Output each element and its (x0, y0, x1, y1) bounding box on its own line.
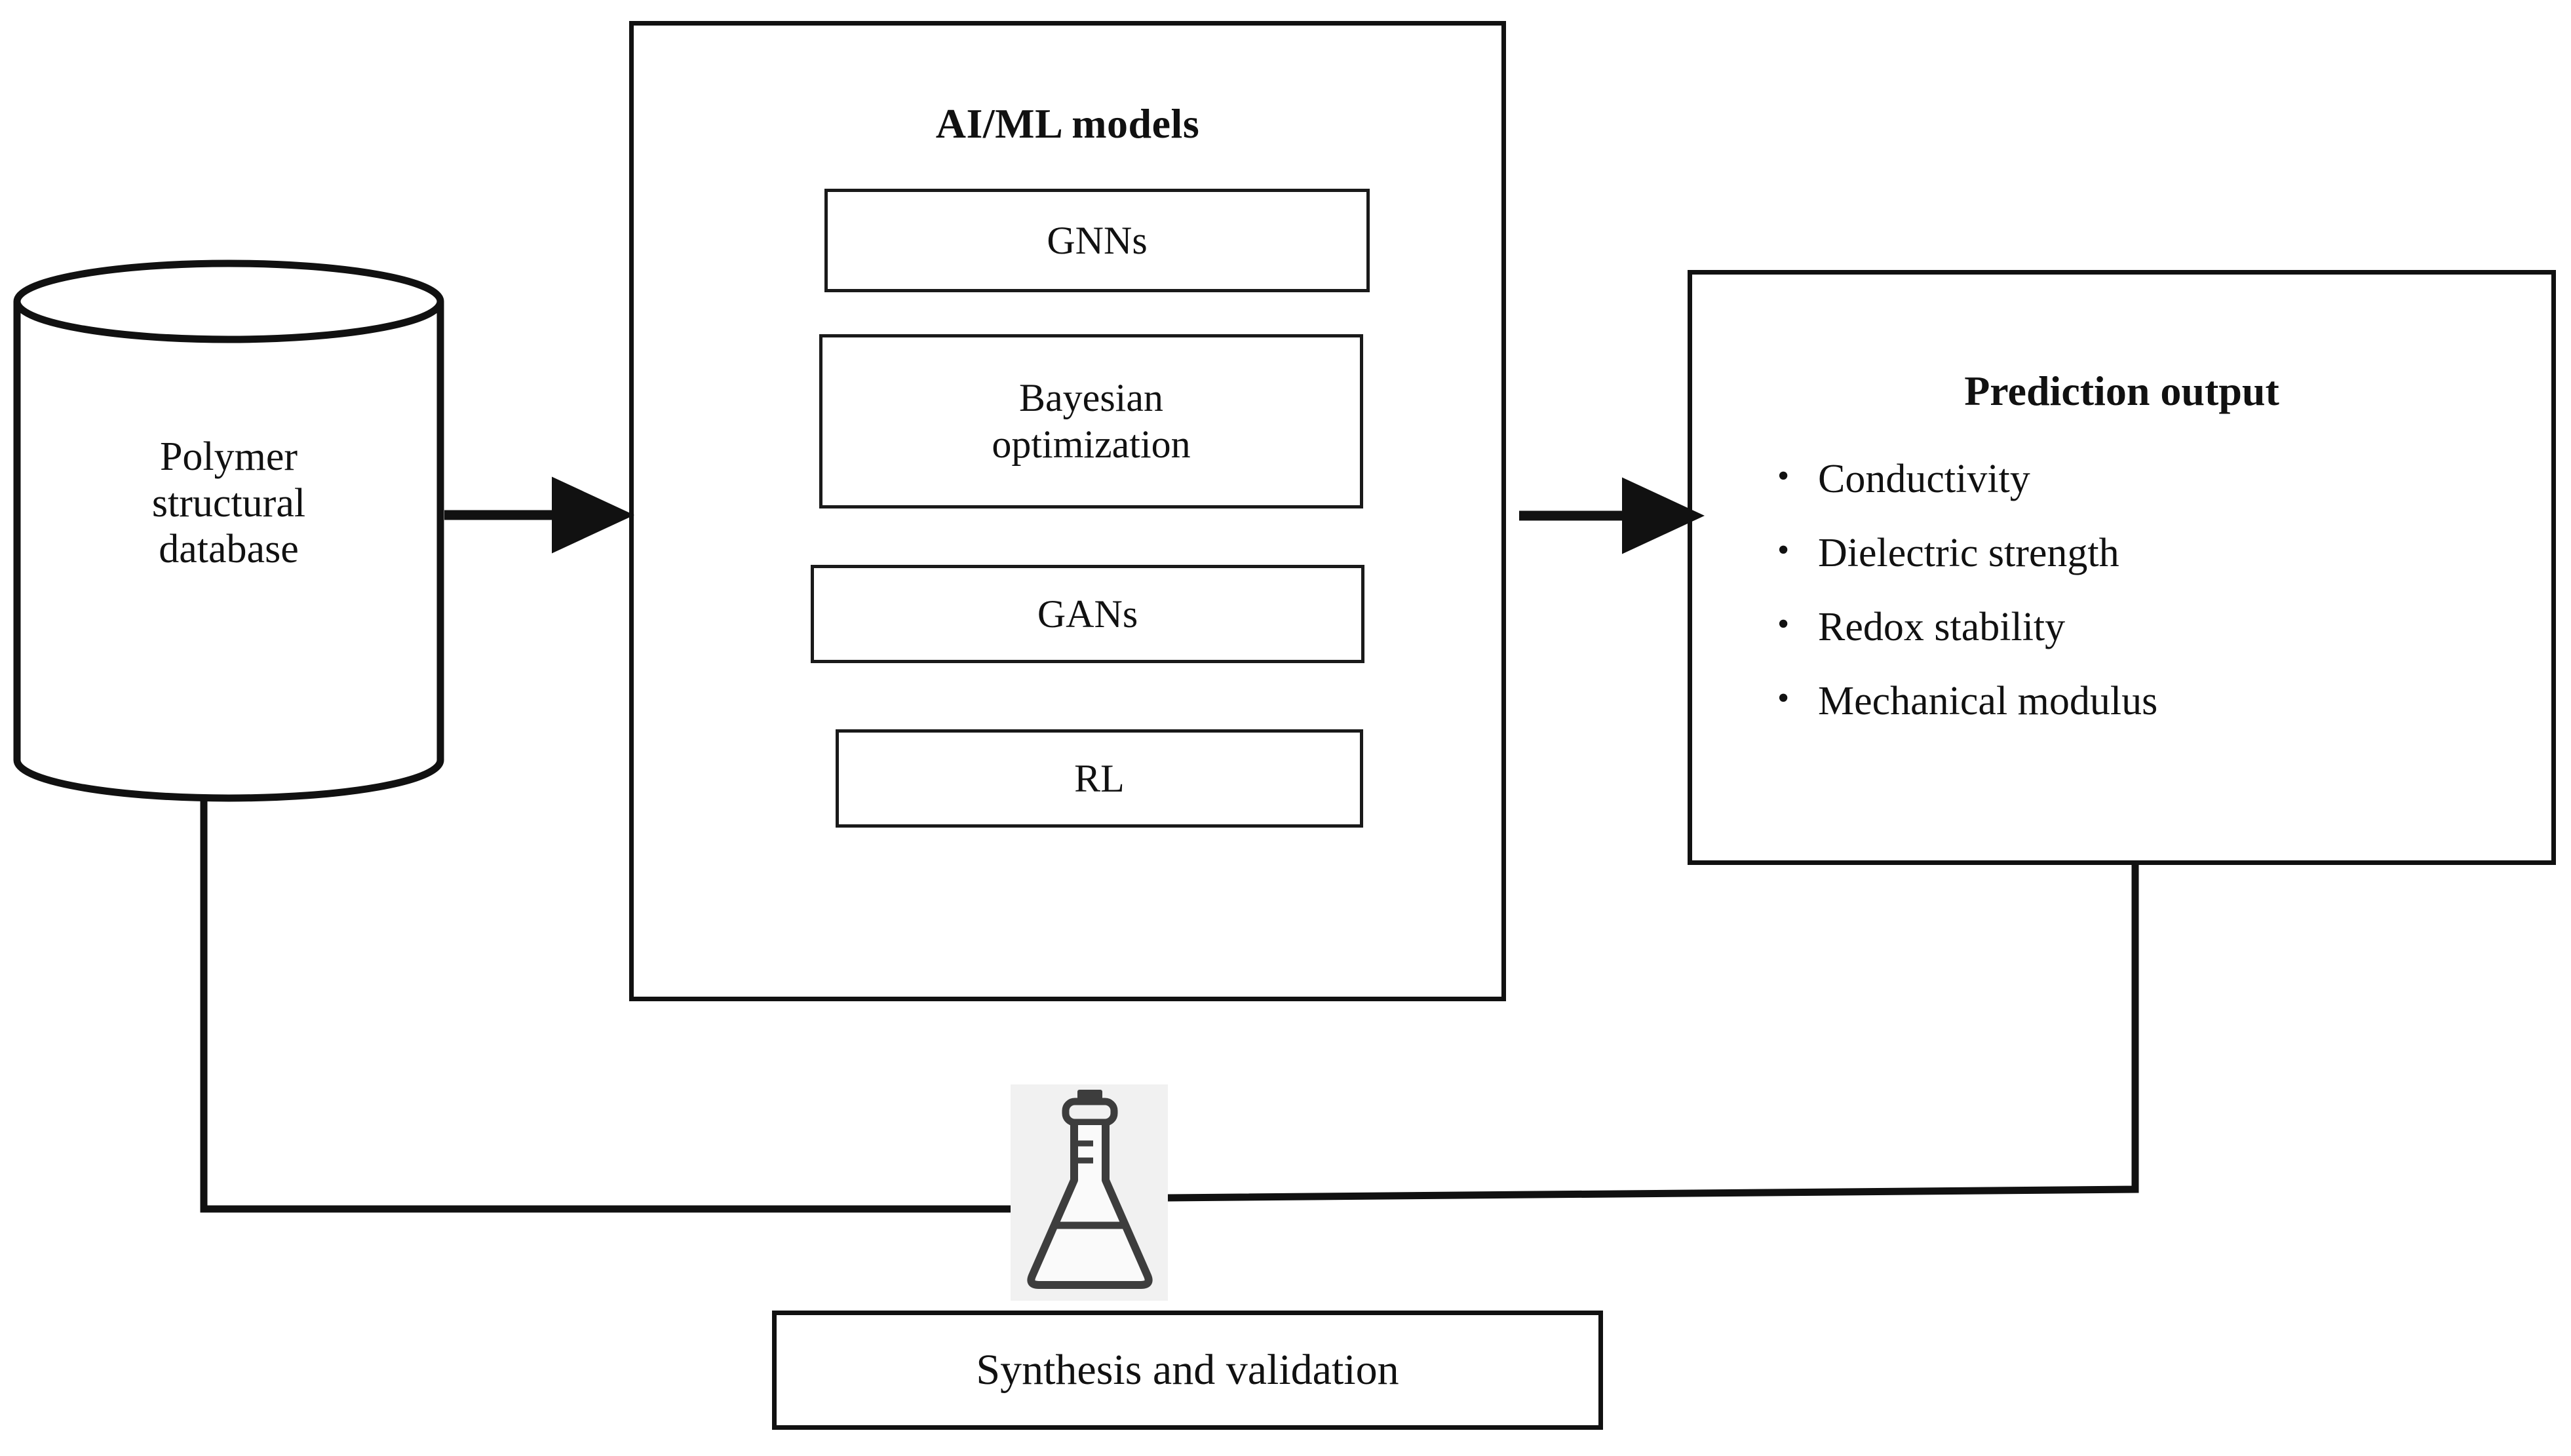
prediction-output-title: Prediction output (1964, 368, 2279, 414)
bayes-line-1: Bayesian (1019, 376, 1163, 420)
model-box-bayesian-label: Bayesian optimization (992, 375, 1190, 468)
polymer-structural-database-label: Polymer structural database (12, 434, 446, 573)
db-line-3: database (159, 527, 299, 572)
prediction-output-list: • Conductivity • Dielectric strength • R… (1777, 459, 2551, 755)
prediction-item-label: Mechanical modulus (1818, 679, 2158, 723)
list-item: • Dielectric strength (1777, 533, 2551, 607)
list-item: • Conductivity (1777, 459, 2551, 533)
flask-glyph (1027, 1090, 1153, 1289)
model-box-rl-label: RL (1074, 756, 1125, 802)
bullet-icon: • (1777, 680, 1790, 717)
prediction-item-label: Conductivity (1818, 457, 2030, 501)
bullet-icon: • (1777, 531, 1790, 569)
aiml-models-title: AI/ML models (935, 100, 1200, 147)
db-line-2: structural (151, 480, 306, 526)
prediction-item-label: Dielectric strength (1818, 531, 2119, 575)
model-box-rl[interactable]: RL (836, 729, 1363, 828)
bayes-line-2: optimization (992, 423, 1191, 466)
list-item: • Redox stability (1777, 607, 2551, 681)
erlenmeyer-flask-icon (1011, 1084, 1168, 1301)
bullet-icon: • (1777, 605, 1790, 643)
list-item: • Mechanical modulus (1777, 681, 2551, 755)
model-box-gans[interactable]: GANs (811, 565, 1364, 663)
db-line-1: Polymer (159, 434, 298, 479)
rl-line-1: RL (1074, 756, 1125, 800)
model-box-gans-label: GANs (1037, 591, 1138, 638)
prediction-output-box[interactable] (1688, 270, 2556, 865)
prediction-item-label: Redox stability (1818, 605, 2066, 649)
synthesis-and-validation-box[interactable] (772, 1311, 1603, 1430)
model-box-gnns[interactable]: GNNs (824, 189, 1370, 292)
bullet-icon: • (1777, 457, 1790, 495)
model-box-bayesian-optimization[interactable]: Bayesian optimization (819, 334, 1363, 508)
gnns-line-1: GNNs (1047, 218, 1148, 262)
synthesis-and-validation-label: Synthesis and validation (976, 1346, 1399, 1394)
aiml-models-panel[interactable] (629, 21, 1506, 1001)
gans-line-1: GANs (1037, 592, 1138, 636)
model-box-gnns-label: GNNs (1047, 218, 1147, 264)
